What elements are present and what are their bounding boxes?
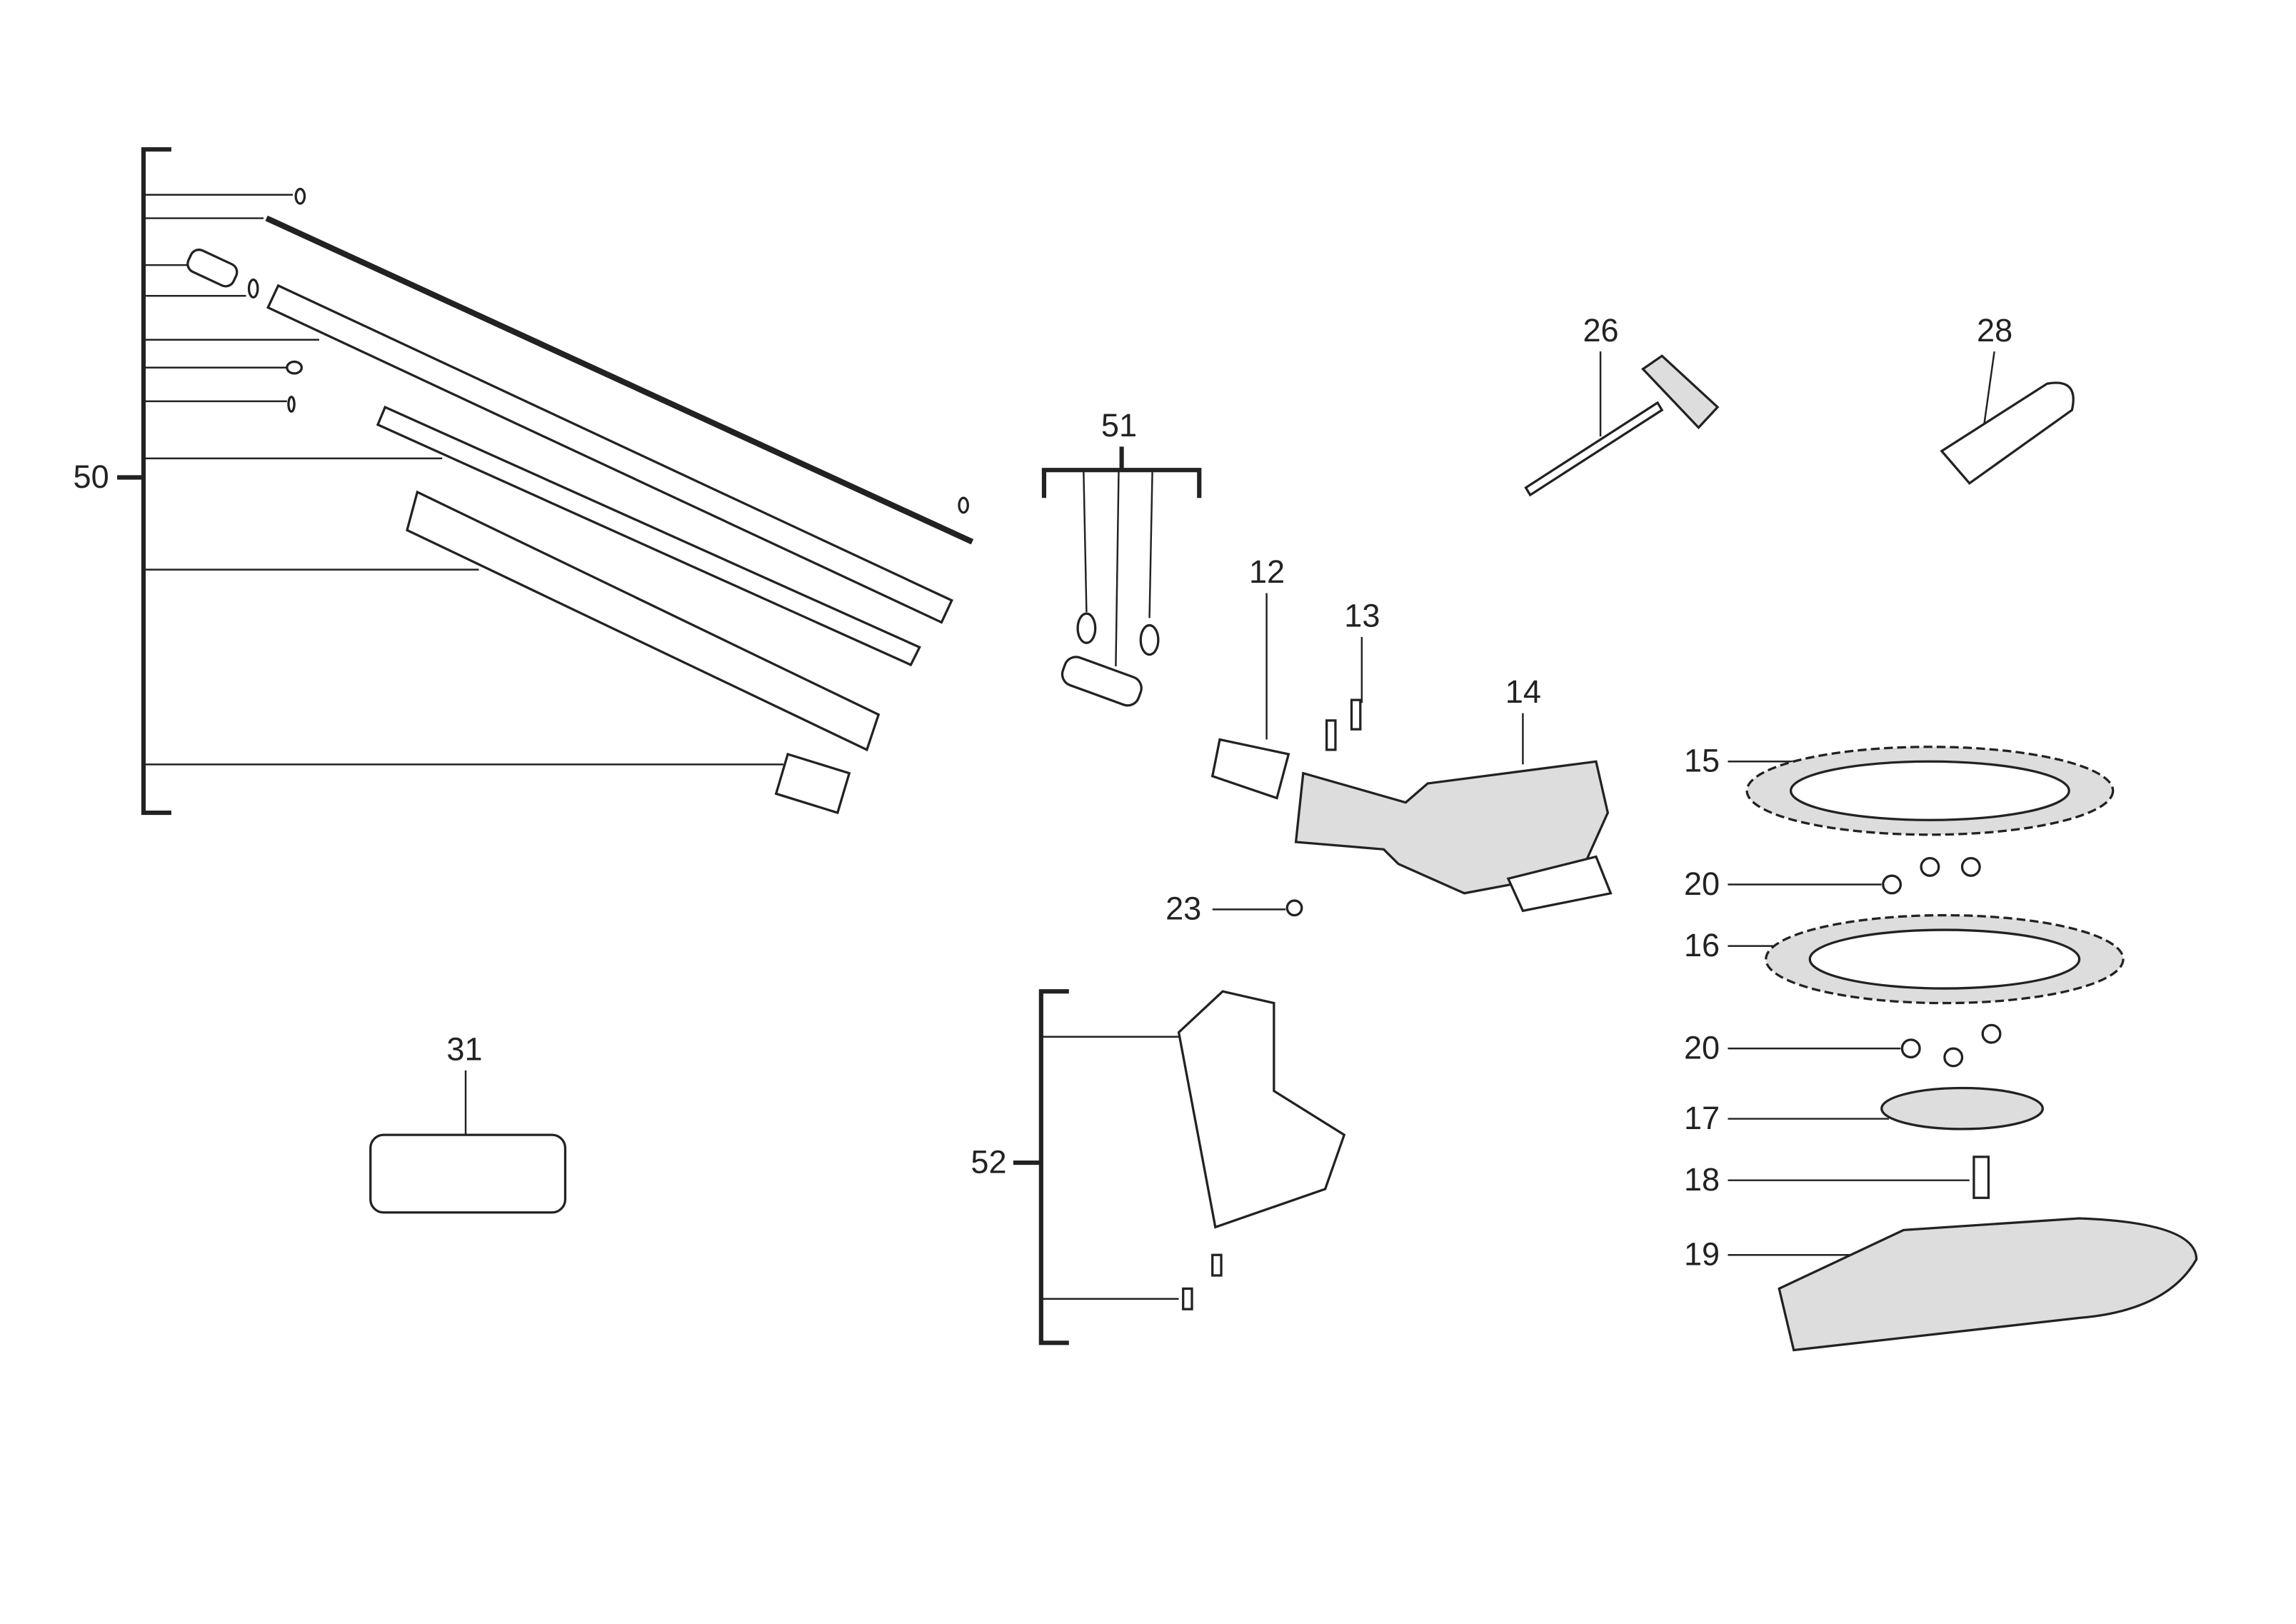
callout-50: 50 [74, 458, 109, 495]
gearhead: 12 13 14 23 [1165, 553, 1613, 927]
part-31-label: 31 [369, 1031, 567, 1214]
callout-20-lower: 20 [1684, 1029, 1720, 1066]
callout-28: 28 [1977, 312, 2012, 349]
callout-52: 52 [971, 1143, 1006, 1180]
label-part [774, 752, 851, 815]
blade-assembly: 15 20 16 20 17 18 19 [1684, 743, 2198, 1352]
part-group-50: 50 [74, 147, 974, 816]
callout-20-upper: 20 [1684, 866, 1720, 902]
coupler-part [1061, 656, 1143, 707]
callout-31: 31 [446, 1031, 482, 1068]
drive-shaft-part [265, 215, 974, 545]
callout-16: 16 [1684, 927, 1720, 963]
callout-23: 23 [1165, 891, 1201, 927]
callout-12: 12 [1249, 553, 1285, 590]
part-group-52: 52 [971, 989, 1346, 1345]
pin-part [294, 187, 306, 205]
part-28-sheath: 28 [1940, 312, 2075, 485]
callout-26: 26 [1583, 312, 1618, 349]
callout-51: 51 [1101, 407, 1137, 443]
part-group-51: 51 [1041, 407, 1202, 707]
tube-part [266, 284, 953, 624]
grip-part [406, 490, 881, 752]
callout-19: 19 [1684, 1236, 1720, 1273]
callout-14: 14 [1505, 673, 1541, 710]
callout-18: 18 [1684, 1161, 1720, 1198]
coupler-part [186, 249, 239, 288]
callout-13: 13 [1344, 598, 1380, 634]
callout-17: 17 [1684, 1100, 1720, 1136]
liner-part [376, 405, 921, 667]
part-26-wrench: 26 [1524, 312, 1720, 497]
callout-15: 15 [1684, 743, 1720, 779]
